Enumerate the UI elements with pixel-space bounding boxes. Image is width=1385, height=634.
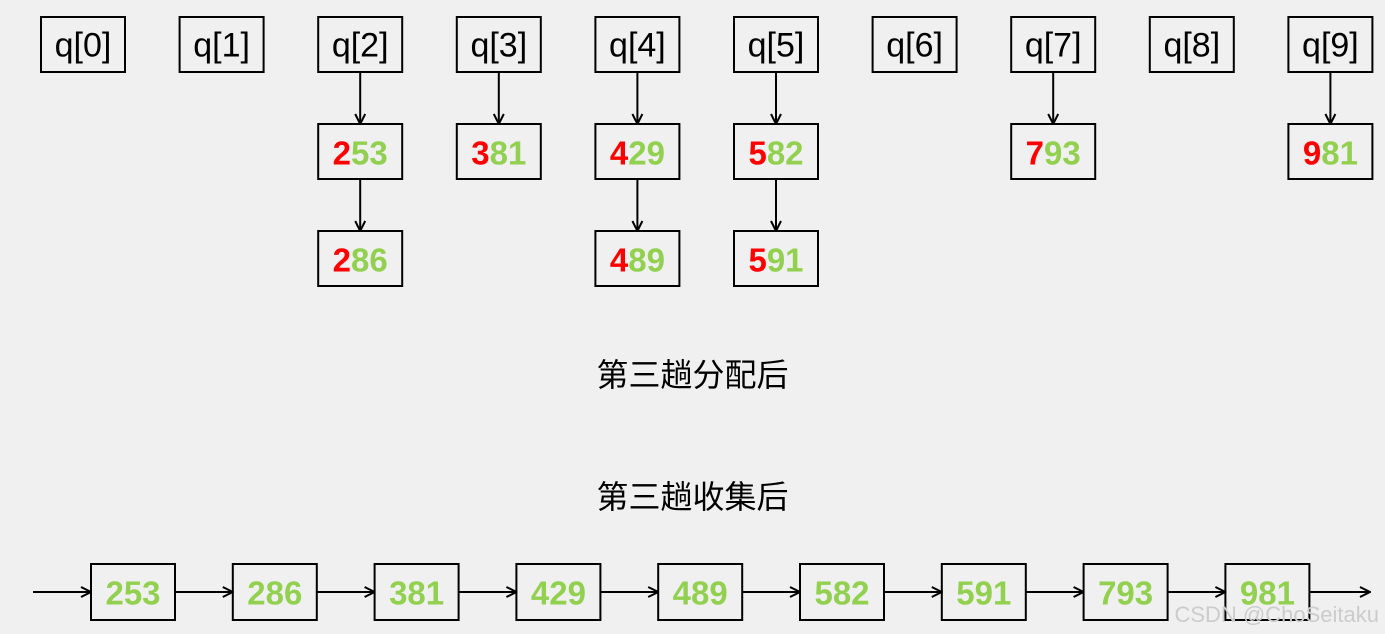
queue-node-value: 793 — [1026, 134, 1081, 171]
list-node-value: 981 — [1240, 575, 1295, 612]
queue-label: q[5] — [748, 27, 805, 65]
list-node-value: 489 — [673, 575, 728, 612]
queue-node-value: 489 — [610, 241, 665, 278]
list-node-value: 591 — [956, 575, 1011, 612]
queue-node-value: 429 — [610, 134, 665, 171]
queue-head-box — [40, 16, 126, 73]
list-node-value: 381 — [389, 575, 444, 612]
list-node-value: 253 — [105, 575, 160, 612]
queue-label: q[9] — [1302, 27, 1359, 65]
list-node-value: 429 — [531, 575, 586, 612]
list-node-value: 286 — [247, 575, 302, 612]
queue-label: q[0] — [55, 27, 112, 65]
queue-node-value: 981 — [1303, 134, 1358, 171]
queue-head-box — [178, 16, 265, 73]
queue-label: q[3] — [470, 27, 527, 65]
list-node-value: 582 — [814, 575, 869, 612]
queue-node-value: 381 — [471, 134, 526, 171]
queue-label: q[7] — [1025, 27, 1082, 65]
queue-6: q[6] — [871, 16, 958, 73]
queue-5: q[5] 582 591 — [733, 16, 819, 287]
queue-node-value: 591 — [748, 241, 803, 278]
queue-label: q[1] — [193, 27, 250, 65]
queue-1: q[1] — [178, 16, 265, 73]
queue-4: q[4] 429 489 — [594, 16, 681, 287]
queue-9: q[9] 981 — [1287, 16, 1374, 180]
queue-0: q[0] — [40, 16, 126, 73]
queue-7: q[7] 793 — [1010, 16, 1097, 180]
watermark: CSDN @ChoSeitaku — [1174, 602, 1379, 627]
queue-head-box — [1148, 16, 1235, 73]
queue-label: q[6] — [886, 27, 943, 65]
list-node-value: 793 — [1098, 575, 1153, 612]
caption-collection: 第三趟收集后 — [596, 478, 789, 516]
queue-8: q[8] — [1148, 16, 1235, 73]
queue-2: q[2] 253 286 — [317, 16, 404, 287]
queue-label: q[2] — [332, 27, 389, 65]
queue-node-value: 582 — [748, 134, 803, 171]
queue-node-value: 253 — [333, 134, 388, 171]
caption-distribution: 第三趟分配后 — [596, 356, 789, 394]
collected-list: 253 286 381 429 489 582 591 793 981 — [90, 563, 1311, 621]
queue-label: q[8] — [1163, 27, 1220, 65]
queue-head-box — [871, 16, 958, 73]
queue-label: q[4] — [609, 27, 666, 65]
queue-node-value: 286 — [333, 241, 388, 278]
